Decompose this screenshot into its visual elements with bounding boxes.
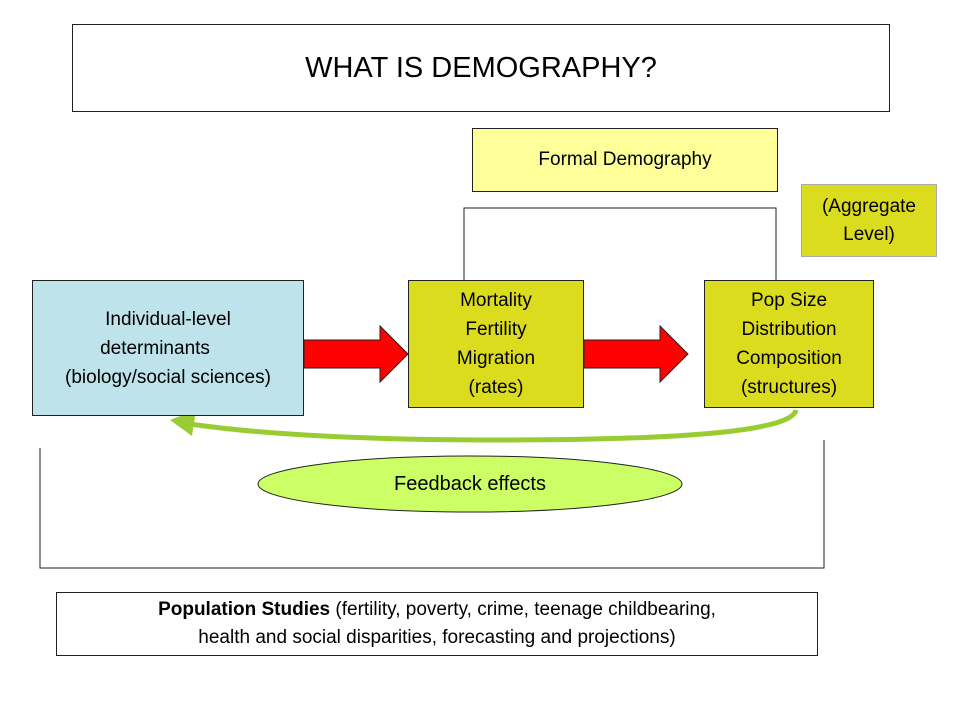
rates-mortality: Mortality xyxy=(460,290,532,311)
individual-line-3: (biology/social sciences) xyxy=(65,366,271,388)
formal-bracket xyxy=(463,207,777,280)
individual-line-1: Individual-level xyxy=(105,308,231,330)
structures-box: Pop Size Distribution Composition (struc… xyxy=(704,280,874,408)
formal-demography-box: Formal Demography xyxy=(472,128,778,192)
population-studies-line-1: Population Studies (fertility, poverty, … xyxy=(158,596,716,624)
population-studies-box: Population Studies (fertility, poverty, … xyxy=(56,592,818,656)
feedback-effects-label: Feedback effects xyxy=(394,472,546,495)
structures-pop-size: Pop Size xyxy=(750,290,828,311)
structures-composition: Composition xyxy=(736,348,842,369)
rates-box: Mortality Fertility Migration (rates) xyxy=(408,280,584,408)
population-studies-heading: Population Studies xyxy=(158,599,331,620)
rates-migration: Migration xyxy=(456,348,536,369)
page-title: WHAT IS DEMOGRAPHY? xyxy=(305,51,657,84)
rates-fertility: Fertility xyxy=(465,319,527,340)
aggregate-line-1: (Aggregate xyxy=(821,195,916,217)
individual-determinants-box: Individual-level determinants (biology/s… xyxy=(32,280,304,416)
structures-distribution: Distribution xyxy=(741,319,837,340)
feedback-arrowhead xyxy=(170,410,196,436)
structures-label: (structures) xyxy=(740,377,838,398)
red-arrow-rates-to-structures xyxy=(583,324,689,384)
population-studies-text-1: (fertility, poverty, crime, teenage chil… xyxy=(330,599,716,620)
rates-label: (rates) xyxy=(468,377,524,398)
title-box: WHAT IS DEMOGRAPHY? xyxy=(72,24,890,112)
red-arrow-individual-to-rates xyxy=(303,324,409,384)
aggregate-line-2: Level) xyxy=(843,223,895,245)
population-studies-text-2: health and social disparities, forecasti… xyxy=(198,627,676,648)
population-studies-bracket xyxy=(39,440,825,569)
individual-line-2: determinants xyxy=(100,337,210,359)
feedback-ellipse xyxy=(257,455,683,513)
formal-demography-label: Formal Demography xyxy=(538,149,712,170)
feedback-curve-arrow xyxy=(189,408,799,443)
aggregate-level-box: (Aggregate Level) xyxy=(801,184,937,257)
